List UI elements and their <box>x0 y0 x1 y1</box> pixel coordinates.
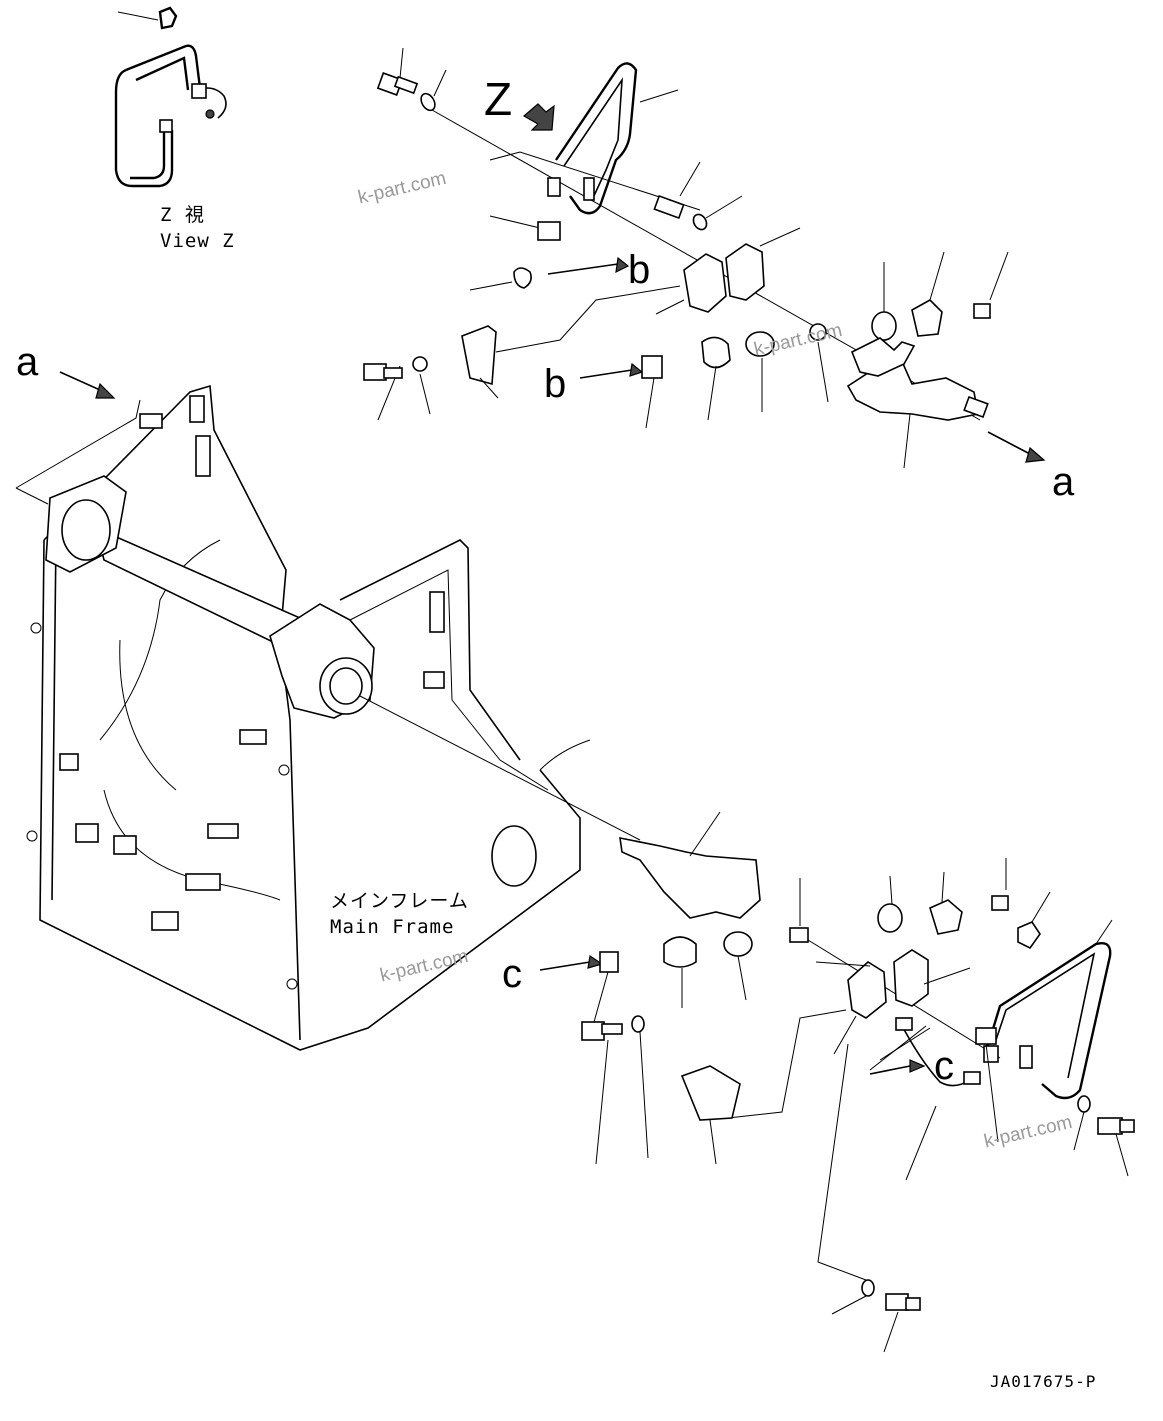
ref-a-left: a <box>16 340 39 384</box>
ref-c-right: c <box>934 1044 954 1088</box>
ref-b-mid: b <box>544 362 567 406</box>
ref-b-top: b <box>628 248 651 292</box>
view-z-detail <box>114 6 227 188</box>
main-frame-label-jp: メインフレーム <box>330 890 469 912</box>
drawing-code: JA017675-P <box>990 1372 1097 1391</box>
view-z-label-jp: Z 視 <box>160 204 205 226</box>
lower-assembly <box>539 811 1135 1353</box>
view-z-label-en: View Z <box>160 230 235 252</box>
main-frame <box>15 371 641 1051</box>
z-arrow-label: Z <box>484 73 513 125</box>
top-assembly <box>363 47 1046 469</box>
ref-a-right: a <box>1052 460 1075 504</box>
ref-c-left: c <box>502 952 522 996</box>
main-frame-label-en: Main Frame <box>330 916 455 938</box>
